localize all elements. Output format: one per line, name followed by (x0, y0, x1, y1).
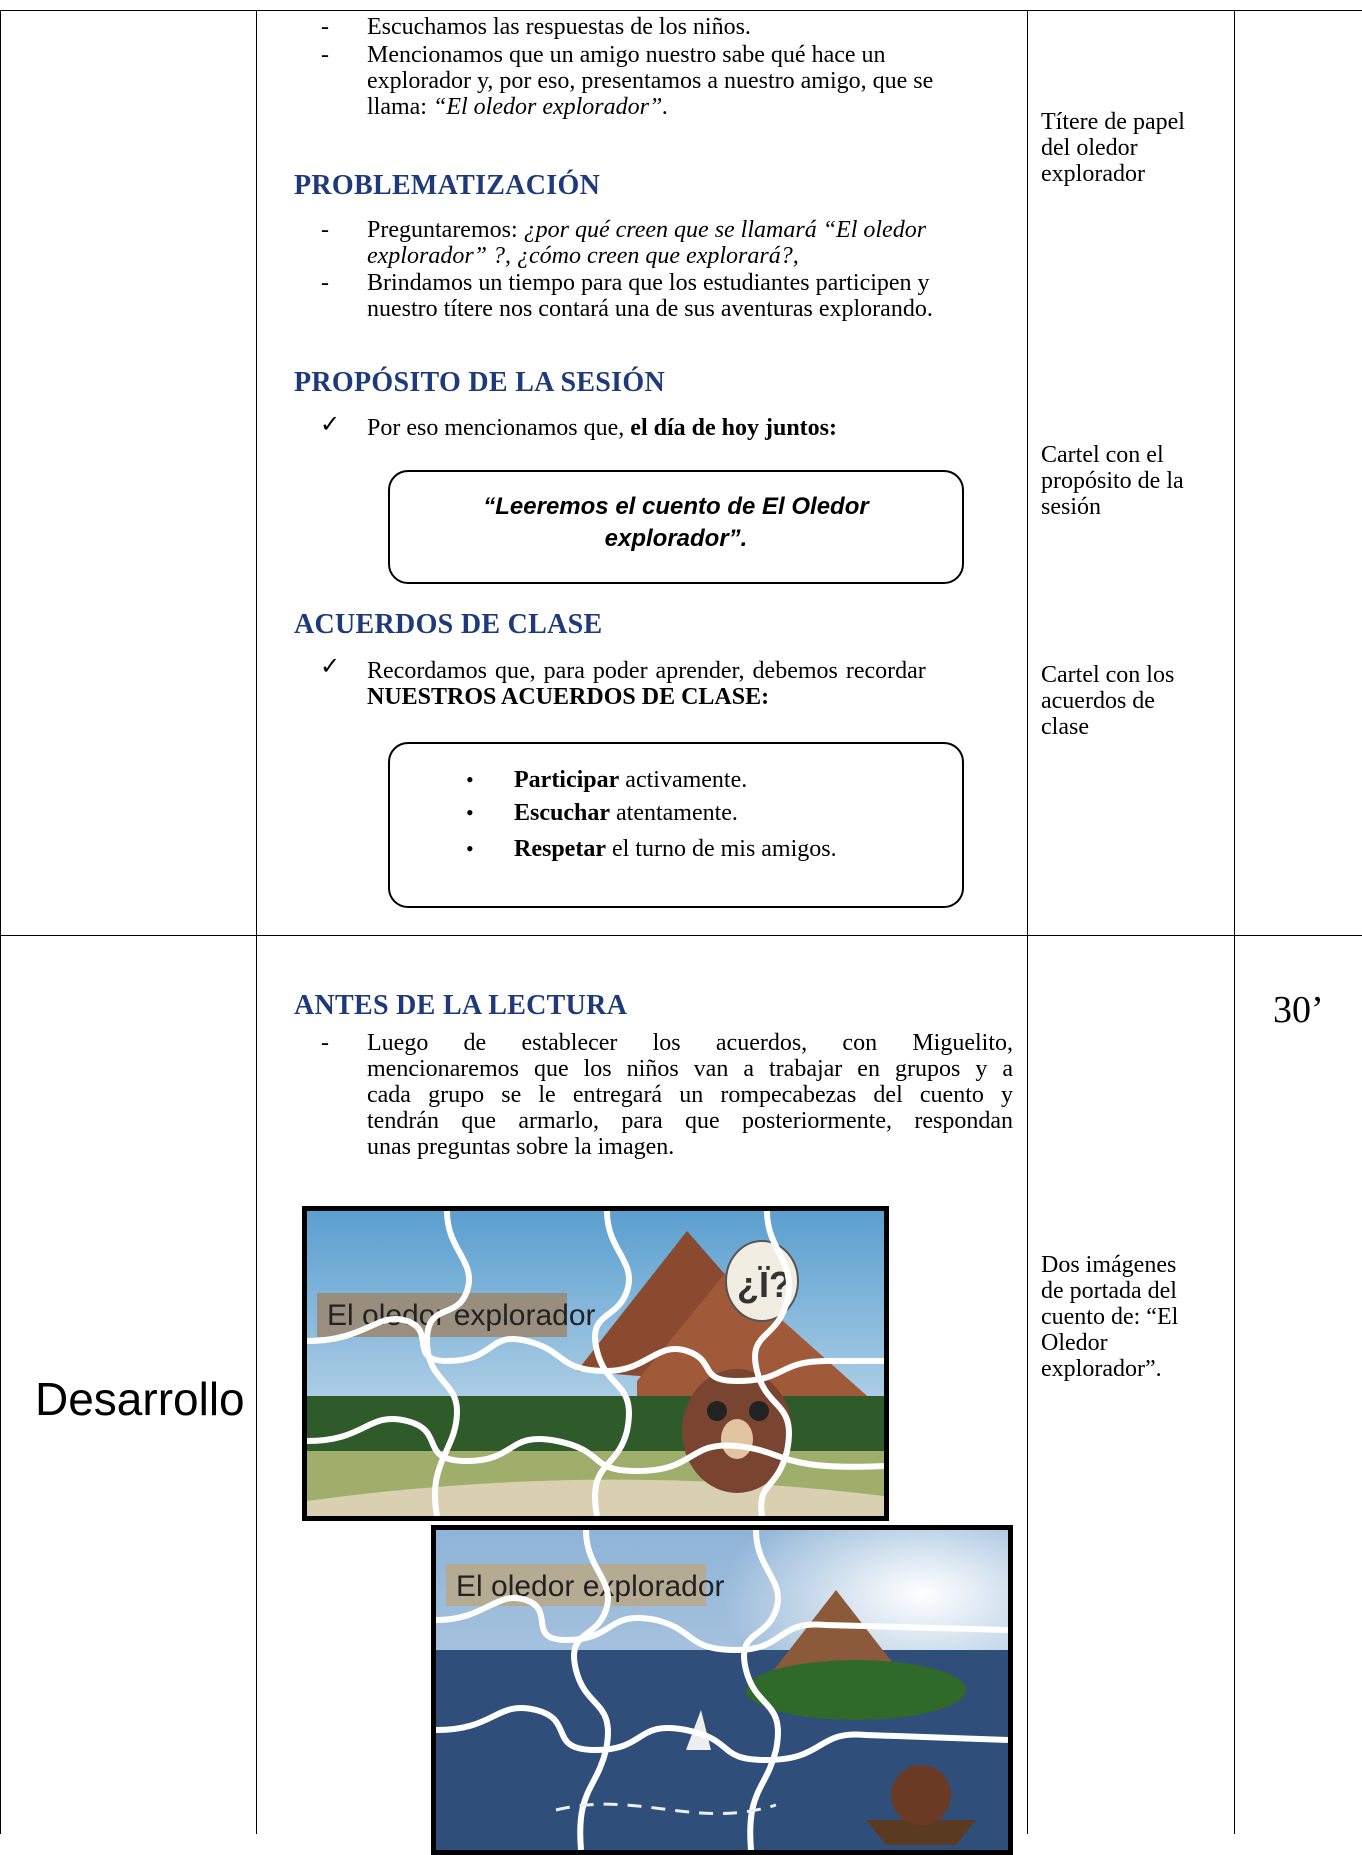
intro-item-2-line2: explorador y, por eso, presentamos a nue… (367, 68, 934, 94)
bullet-icon: • (466, 800, 474, 825)
check-icon: ✓ (320, 654, 341, 680)
proposito-box-text: “Leeremos el cuento de El Oledor explora… (388, 491, 964, 555)
problematizacion-item-1: Preguntaremos: ¿por qué creen que se lla… (367, 217, 927, 243)
table-border-top (0, 10, 1362, 11)
puzzle-sign: ¿Ï? (737, 1264, 791, 1305)
problematizacion-item-1-cont: explorador” ?, ¿cómo creen que explorará… (367, 243, 799, 269)
desarrollo-paragraph: Luego de establecer los acuerdos, con Mi… (367, 1030, 1013, 1160)
recurso-line: clase (1041, 714, 1089, 740)
recurso-line: Cartel con el (1041, 442, 1164, 468)
recurso-line: del oledor (1041, 135, 1138, 161)
puzzle-title-2: El oledor explorador (456, 1570, 725, 1603)
table-border-col1 (256, 10, 257, 1834)
heading-proposito: PROPÓSITO DE LA SESIÓN (294, 367, 665, 398)
recurso-line: acuerdos de (1041, 688, 1155, 714)
table-row-divider (0, 935, 1362, 936)
proposito-box-line1: “Leeremos el cuento de El Oledor (483, 493, 869, 520)
proposito-box (388, 470, 964, 584)
para-line: unas preguntas sobre la imagen. (367, 1134, 675, 1160)
para-line: Luego de establecer los acuerdos, con Mi… (367, 1030, 1013, 1056)
intro-item-2-line3: llama: “El oledor explorador”. (367, 94, 669, 120)
bullet-icon: • (466, 836, 474, 861)
heading-acuerdos: ACUERDOS DE CLASE (294, 609, 603, 640)
acuerdo-item-3: Respetar el turno de mis amigos. (514, 836, 837, 862)
recurso-line: de portada del (1041, 1278, 1177, 1304)
recurso-line: Dos imágenes (1041, 1252, 1177, 1278)
dash-marker: - (321, 217, 329, 243)
proposito-check-item: Por eso mencionamos que, el día de hoy j… (367, 415, 837, 441)
para-line: cada grupo se le entregará un rompecabez… (367, 1082, 1013, 1108)
row-label-desarrollo: Desarrollo (35, 1373, 245, 1425)
table-border-left (0, 10, 1, 1834)
bullet-icon: • (466, 767, 474, 792)
heading-problematizacion: PROBLEMATIZACIÓN (294, 170, 601, 201)
table-border-col3 (1234, 10, 1235, 1834)
puzzle-image-1: El oledor explorador ¿Ï? (302, 1206, 889, 1521)
recurso-line: Títere de papel (1041, 109, 1185, 135)
recurso-line: sesión (1041, 494, 1101, 520)
proposito-box-line2: explorador”. (604, 525, 748, 552)
recurso-line: propósito de la (1041, 468, 1184, 494)
check-icon: ✓ (320, 412, 341, 438)
recurso-line: Cartel con los (1041, 662, 1175, 688)
puzzle-illustration-1: El oledor explorador ¿Ï? (307, 1211, 884, 1516)
time-label: 30’ (1273, 989, 1324, 1031)
puzzle-image-2: El oledor explorador (431, 1525, 1013, 1855)
dash-marker: - (321, 14, 329, 40)
acuerdo-item-2: Escuchar atentamente. (514, 800, 738, 826)
recurso-line: explorador (1041, 161, 1145, 187)
dash-marker: - (321, 270, 329, 296)
para-line: tendrán que armarlo, para que posteriorm… (367, 1108, 1013, 1134)
para-line: mencionaremos que los niños van a trabaj… (367, 1056, 1013, 1082)
intro-item-2-line1: Mencionamos que un amigo nuestro sabe qu… (367, 42, 886, 68)
recurso-imagenes: Dos imágenes de portada del cuento de: “… (1041, 1252, 1178, 1382)
recurso-line: explorador”. (1041, 1356, 1162, 1382)
acuerdos-check-line2: NUESTROS ACUERDOS DE CLASE: (367, 684, 770, 710)
heading-antes-lectura: ANTES DE LA LECTURA (294, 990, 628, 1021)
recurso-line: Oledor (1041, 1330, 1108, 1356)
puzzle-illustration-2: El oledor explorador (436, 1530, 1008, 1850)
dash-marker: - (321, 42, 329, 68)
intro-item-1: Escuchamos las respuestas de los niños. (367, 14, 751, 40)
acuerdos-check-line1: Recordamos que, para poder aprender, deb… (367, 658, 926, 684)
acuerdo-item-1: Participar activamente. (514, 767, 748, 793)
recurso-titere: Títere de papel del oledor explorador (1041, 109, 1185, 187)
problematizacion-item-2-cont: nuestro títere nos contará una de sus av… (367, 296, 933, 322)
recurso-cartel-acuerdos: Cartel con los acuerdos de clase (1041, 662, 1174, 740)
recurso-line: cuento de: “El (1041, 1304, 1179, 1330)
dash-marker: - (321, 1030, 329, 1056)
acuerdos-box (388, 742, 964, 908)
recurso-cartel-proposito: Cartel con el propósito de la sesión (1041, 442, 1184, 520)
problematizacion-item-2: Brindamos un tiempo para que los estudia… (367, 270, 930, 296)
table-border-col2 (1027, 10, 1028, 1834)
